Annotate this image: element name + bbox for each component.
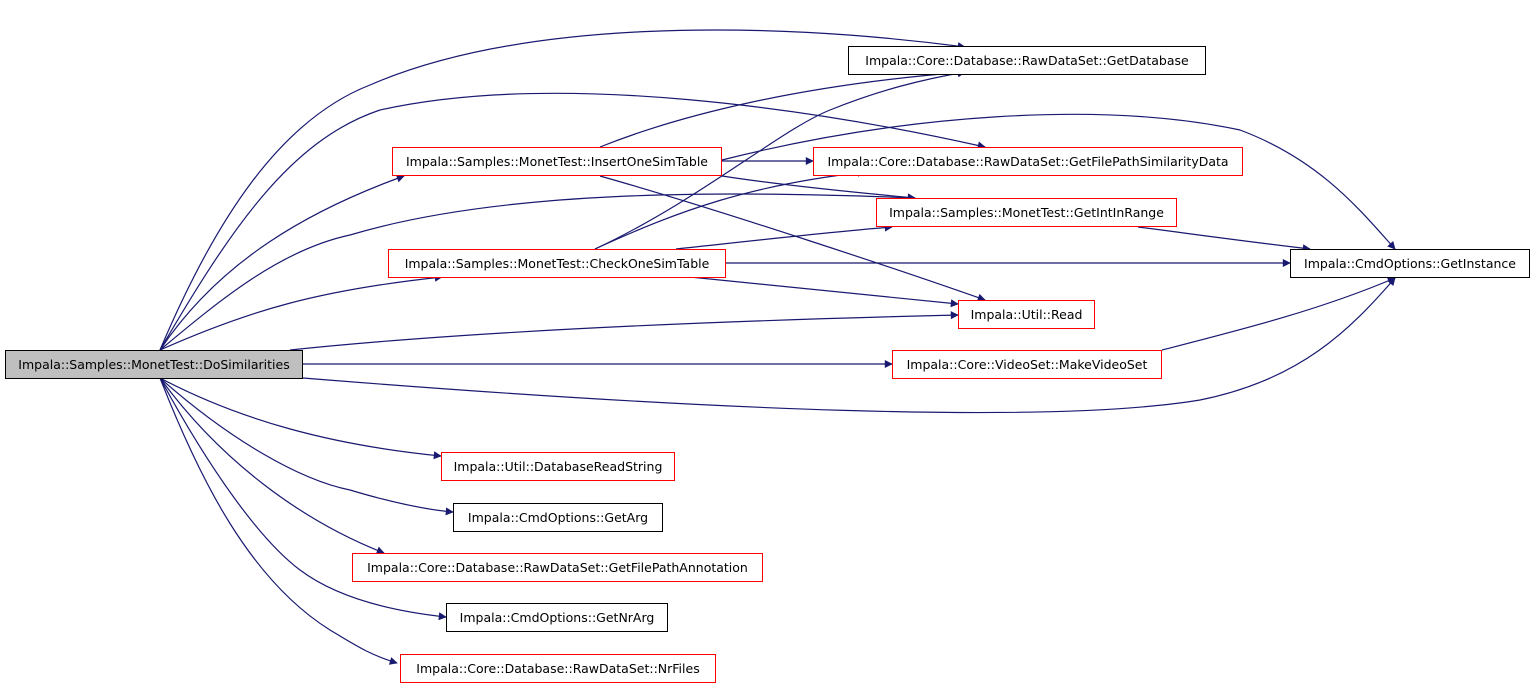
edge-insert-to-getinst (721, 113, 1396, 250)
node-get-instance[interactable]: Impala::CmdOptions::GetInstance (1290, 249, 1530, 278)
edge-dosim-to-check (159, 273, 443, 351)
node-util-read[interactable]: Impala::Util::Read (958, 300, 1095, 329)
edges-layer (159, 29, 1396, 665)
edge-dosim-to-getfps (159, 92, 986, 351)
node-get-int-in-range[interactable]: Impala::Samples::MonetTest::GetIntInRang… (876, 198, 1177, 227)
edge-check-to-getdb (594, 69, 966, 250)
edge-makevs-to-getinst (1161, 277, 1396, 351)
edge-check-to-read (689, 276, 959, 308)
edge-dosim-to-dbread (159, 377, 442, 460)
edge-check-to-getint (675, 223, 893, 250)
node-nr-files[interactable]: Impala::Core::Database::RawDataSet::NrFi… (400, 654, 716, 683)
edge-insert-to-getint (721, 175, 916, 202)
node-do-similarities[interactable]: Impala::Samples::MonetTest::DoSimilariti… (5, 350, 303, 379)
node-get-file-path-annotation[interactable]: Impala::Core::Database::RawDataSet::GetF… (352, 553, 763, 582)
node-make-video-set[interactable]: Impala::Core::VideoSet::MakeVideoSet (892, 350, 1162, 379)
edge-check-to-getfps (594, 168, 866, 250)
node-get-database[interactable]: Impala::Core::Database::RawDataSet::GetD… (848, 46, 1206, 75)
edge-dosim-to-nrfiles (159, 377, 398, 665)
node-get-file-path-similarity-data[interactable]: Impala::Core::Database::RawDataSet::GetF… (813, 147, 1243, 176)
node-insert-one-sim-table[interactable]: Impala::Samples::MonetTest::InsertOneSim… (392, 147, 722, 176)
node-database-read-string[interactable]: Impala::Util::DatabaseReadString (441, 452, 675, 481)
node-get-nr-arg[interactable]: Impala::CmdOptions::GetNrArg (446, 603, 668, 632)
edge-getint-to-getinst (1137, 226, 1311, 253)
edge-dosim-to-getint (159, 193, 916, 351)
edge-dosim-to-getnrarg (159, 377, 447, 621)
edge-dosim-to-getdb (159, 29, 966, 351)
edge-dosim-to-read (289, 311, 959, 351)
edge-dosim-to-getarg (159, 377, 454, 516)
edge-dosim-to-insert (159, 174, 405, 351)
edge-insert-to-read (599, 175, 986, 302)
edge-dosim-to-getfpa (159, 377, 385, 555)
node-get-arg[interactable]: Impala::CmdOptions::GetArg (453, 503, 663, 532)
edge-insert-to-getdb (599, 68, 966, 148)
edge-dosim-to-getinst (302, 277, 1396, 414)
node-check-one-sim-table[interactable]: Impala::Samples::MonetTest::CheckOneSimT… (388, 249, 726, 278)
